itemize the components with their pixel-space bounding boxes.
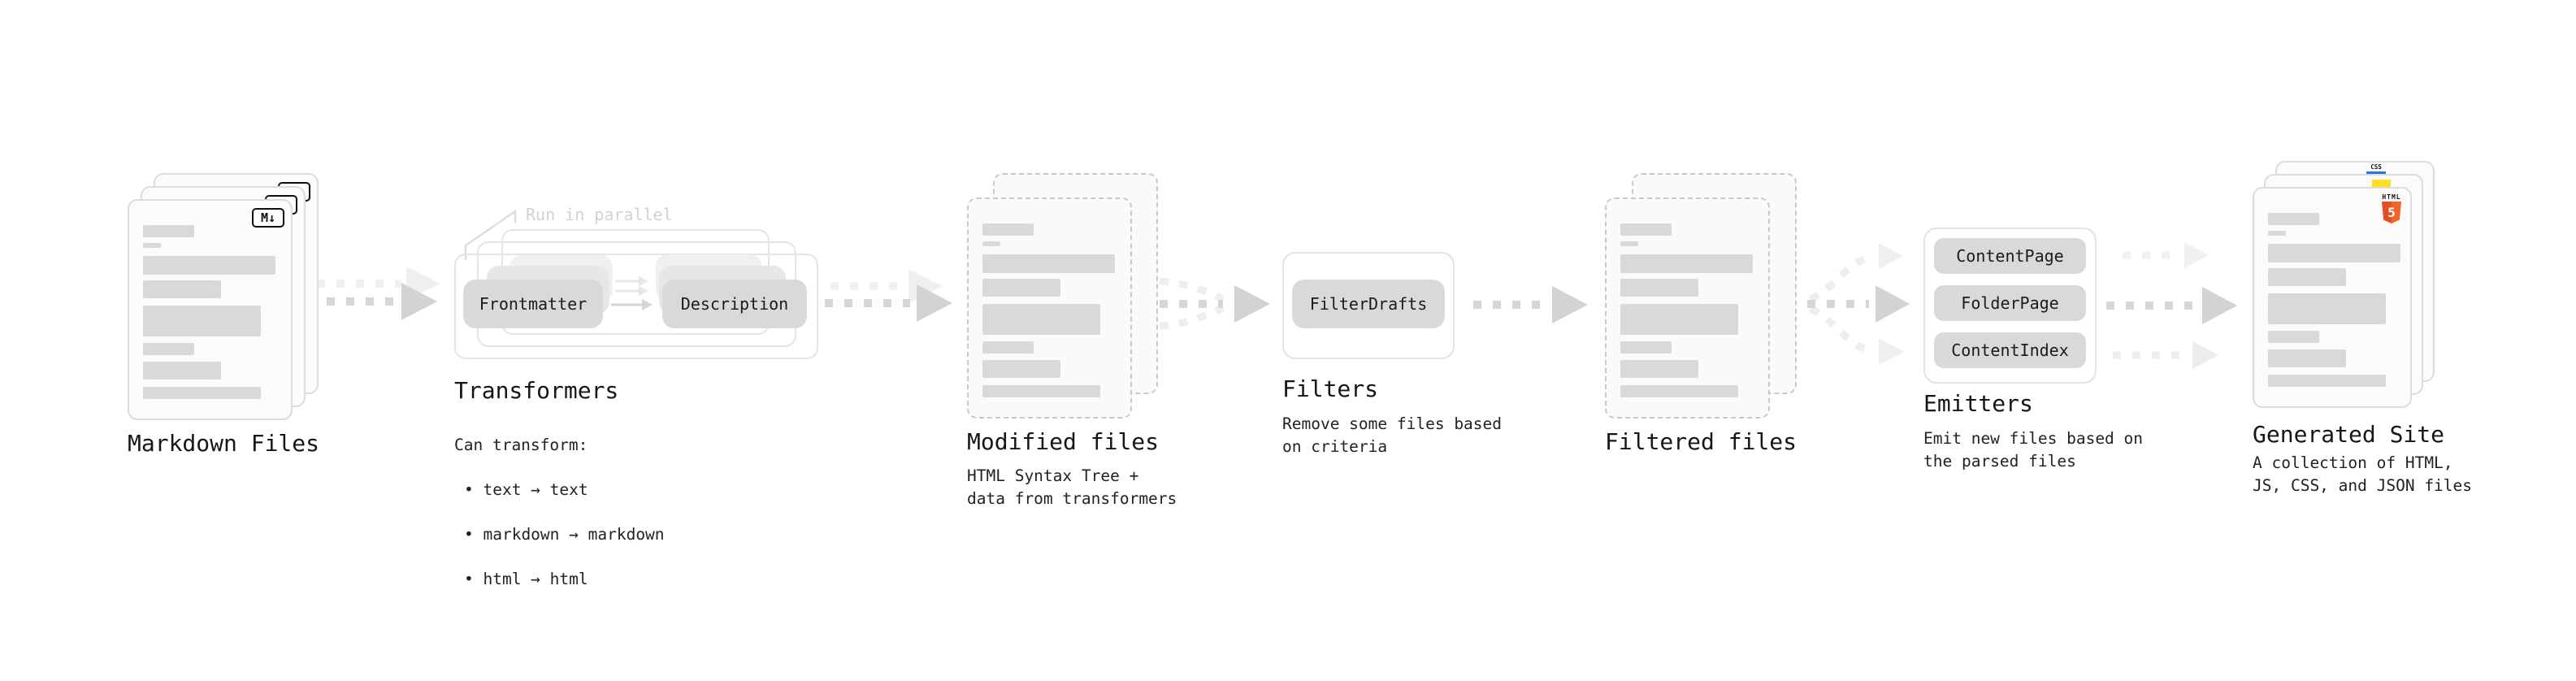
transformers-bullet-text: • text → text	[464, 479, 588, 499]
text-placeholder-bar	[2268, 244, 2400, 262]
text-placeholder-bar	[143, 225, 194, 237]
text-placeholder-bar	[982, 385, 1100, 397]
text-placeholder-bar	[2268, 293, 2386, 324]
arrow-emitters-to-generated	[2106, 242, 2237, 369]
text-placeholder-bar	[143, 362, 221, 380]
arrow-transformers-to-modified	[825, 269, 952, 322]
document-card	[967, 197, 1132, 419]
text-placeholder-bar	[1620, 341, 1672, 354]
transformers-can-transform: Can transform:	[454, 435, 588, 454]
text-placeholder-bar	[1620, 279, 1698, 297]
transformer-description-button: Description	[662, 280, 807, 328]
html5-number: 5	[2387, 205, 2396, 220]
document-card: M↓	[128, 199, 293, 420]
document-card	[1605, 197, 1770, 419]
html5-word: HTML	[2382, 193, 2401, 201]
text-placeholder-bar	[982, 341, 1034, 354]
text-placeholder-bar	[2268, 349, 2346, 367]
text-placeholder-bar	[1620, 223, 1672, 236]
document-card: HTML 5	[2253, 187, 2412, 408]
run-in-parallel-callout-line	[464, 209, 517, 260]
text-placeholder-bar	[982, 241, 1000, 246]
text-placeholder-bar	[2268, 375, 2386, 387]
arrow-filtered-to-emitters-diverge	[1788, 243, 1910, 365]
text-placeholder-bar	[1620, 254, 1753, 273]
filter-drafts-button: FilterDrafts	[1292, 280, 1445, 328]
text-placeholder-bar	[1620, 360, 1698, 378]
text-placeholder-bar	[982, 223, 1034, 236]
text-placeholder-bar	[2268, 213, 2319, 225]
subtitle-emitters: Emit new files based on the parsed files	[1923, 429, 2144, 471]
text-placeholder-bar	[143, 306, 261, 336]
title-markdown-files: Markdown Files	[128, 430, 320, 457]
transformer-parallel-arrows	[611, 276, 653, 310]
transformer-frontmatter-button: Frontmatter	[463, 280, 603, 328]
title-transformers: Transformers	[454, 377, 619, 404]
emitter-content-index-button: ContentIndex	[1934, 332, 2086, 368]
text-placeholder-bar	[982, 304, 1100, 335]
text-placeholder-bar	[143, 343, 194, 355]
transformer-run-box-front	[454, 254, 818, 359]
text-placeholder-bar	[2268, 268, 2346, 286]
text-placeholder-bar	[1620, 304, 1738, 335]
title-filters: Filters	[1282, 375, 1379, 402]
markdown-badge-icon: M↓	[252, 208, 284, 228]
subtitle-generated-site: A collection of HTML, JS, CSS, and JSON …	[2253, 453, 2473, 495]
title-modified-files: Modified files	[967, 428, 1160, 455]
text-placeholder-bar	[1620, 241, 1638, 246]
transformers-bullet-html: • html → html	[464, 569, 588, 588]
text-placeholder-bar	[143, 243, 161, 248]
text-placeholder-bar	[2268, 231, 2286, 236]
html5-shield: 5	[2382, 202, 2401, 223]
subtitle-filters: Remove some files based on criteria	[1282, 414, 1503, 456]
subtitle-transformers: Can transform: • text → text • markdown …	[454, 411, 665, 613]
arrow-markdown-to-transformers	[307, 267, 440, 320]
text-placeholder-bar	[143, 256, 275, 275]
subtitle-modified-files: HTML Syntax Tree + data from transformer…	[967, 466, 1177, 508]
css-word: CSS	[2370, 163, 2382, 171]
html5-logo-icon: HTML 5	[2381, 193, 2402, 223]
arrow-modified-to-filters-converge	[1139, 276, 1270, 331]
text-placeholder-bar	[982, 254, 1115, 273]
text-placeholder-bar	[982, 279, 1060, 297]
run-in-parallel-label: Run in parallel	[526, 205, 673, 224]
emitter-content-page-button: ContentPage	[1934, 238, 2086, 274]
emitter-folder-page-button: FolderPage	[1934, 285, 2086, 321]
text-placeholder-bar	[1620, 385, 1738, 397]
title-filtered-files: Filtered files	[1605, 428, 1798, 455]
css-underline	[2366, 171, 2386, 175]
text-placeholder-bar	[982, 360, 1060, 378]
text-placeholder-bar	[2268, 331, 2319, 343]
css-logo-icon: CSS	[2366, 164, 2386, 175]
title-emitters: Emitters	[1923, 390, 2033, 417]
arrow-filters-to-filtered	[1473, 286, 1588, 323]
text-placeholder-bar	[143, 387, 261, 399]
title-generated-site: Generated Site	[2253, 421, 2445, 448]
transformers-bullet-markdown: • markdown → markdown	[464, 524, 665, 544]
text-placeholder-bar	[143, 280, 221, 298]
